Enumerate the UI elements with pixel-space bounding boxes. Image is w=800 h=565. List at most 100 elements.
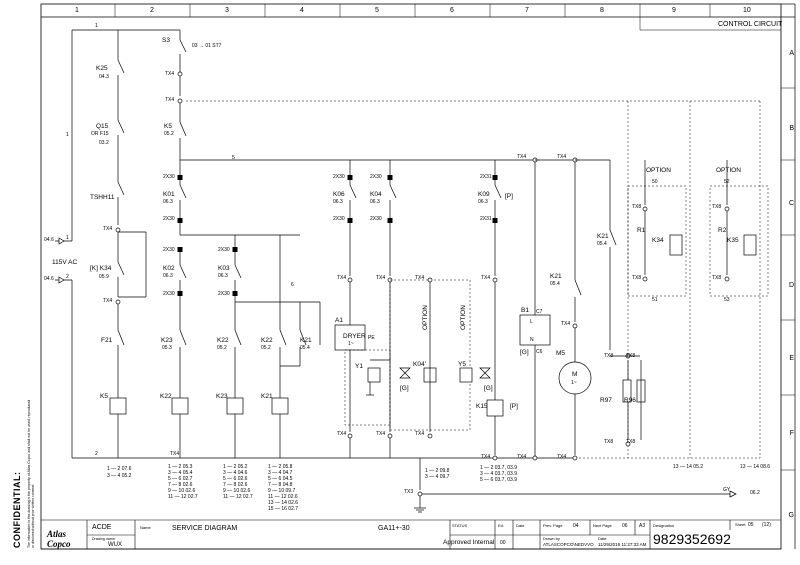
- row-letter: A: [789, 50, 794, 57]
- terminal-label: TX8: [604, 439, 614, 445]
- supply-voltage: 115V AC: [52, 259, 78, 266]
- component-ref: 05.2: [217, 345, 227, 351]
- terminal-label: TX4: [517, 454, 527, 460]
- pin-label: N: [530, 337, 534, 343]
- xref-line: 3 — 4 04.6: [223, 470, 248, 476]
- terminal-label: TX8: [632, 204, 642, 210]
- component-ref: 03.2: [99, 140, 109, 146]
- component-tag: [P]: [505, 193, 513, 200]
- xref-line: 13 — 14 02.6: [268, 500, 299, 506]
- component-label: K25: [96, 65, 108, 72]
- xref-line: 9 — 10 09.7: [268, 488, 296, 494]
- drawing-code: ACDE: [92, 524, 112, 531]
- motor-symbol: M: [572, 371, 578, 378]
- wire-number: 2: [95, 451, 98, 457]
- box-number: 51: [652, 297, 658, 303]
- drawing-owner: WUX: [108, 542, 122, 548]
- terminal-label: TX4: [376, 431, 386, 437]
- xref-line: 11 — 12 02.6: [268, 494, 298, 500]
- wire-color: GY: [723, 487, 731, 493]
- status-value: Approved Internal: [443, 539, 495, 546]
- terminal-label: TX4: [165, 97, 175, 103]
- next-page-label: Next Page: [593, 523, 612, 528]
- terminal-label: TX3: [404, 489, 414, 495]
- row-letter: F: [789, 430, 794, 437]
- component-tag: [P]: [510, 403, 518, 410]
- xref-line: 1 — 2 05.3: [168, 464, 193, 470]
- component-ref: 05.4: [550, 281, 560, 287]
- component-ref: 05.2: [261, 345, 271, 351]
- component-label: K21: [597, 233, 609, 240]
- terminal-label: TX4: [557, 154, 567, 160]
- xref-line: 3 — 4 04.7: [268, 470, 293, 476]
- date-label: Date: [516, 523, 525, 528]
- drawing-name: SERVICE DIAGRAM: [172, 525, 238, 532]
- column-number: 10: [743, 7, 751, 14]
- xref-line: 3 — 4 09.7: [425, 474, 450, 480]
- wire-ref: 06.2: [750, 490, 760, 496]
- terminal-label: 2X31: [480, 174, 492, 180]
- component-label: R2: [718, 227, 727, 234]
- terminal-num: 1: [66, 235, 69, 241]
- terminal-label: TX4: [481, 275, 491, 281]
- terminal-label: 2X30: [333, 216, 345, 222]
- terminal-label: TX8: [626, 353, 636, 359]
- confidential-note: The information in this drawing is the p…: [27, 399, 35, 548]
- terminal-label: TX8: [712, 204, 722, 210]
- column-number: 9: [672, 7, 676, 14]
- column-number: 5: [375, 7, 379, 14]
- xref-line: 1 — 2 03.7, 03.9: [480, 465, 517, 471]
- terminal-label: TX4: [517, 154, 527, 160]
- component-tag: [G]: [520, 349, 529, 356]
- xref-line: 7 — 8 02.6: [168, 482, 193, 488]
- terminal-label: TX4: [165, 71, 175, 77]
- row-letter: G: [788, 512, 794, 519]
- box-number: 53: [724, 297, 730, 303]
- component-label: [G]: [484, 385, 493, 392]
- component-label: K15: [476, 403, 488, 410]
- date2-label: Date: [598, 536, 607, 541]
- column-number: 4: [300, 7, 304, 14]
- terminal-num: 2: [66, 274, 69, 280]
- pin-label: L: [530, 319, 533, 325]
- xref-line: 5 — 6 03.7, 03.9: [480, 477, 517, 483]
- xref-line: 13 — 14 05.2: [673, 464, 704, 470]
- plot-date: 11/29/2019 11:27:33 AM: [598, 542, 647, 547]
- confidential-label: CONFIDENTIAL:: [12, 471, 22, 549]
- terminal-label: 2X30: [370, 216, 382, 222]
- component-label: K22: [217, 337, 229, 344]
- xref-line: 1 — 2 05.2: [223, 464, 248, 470]
- sheet-number: 05: [748, 522, 754, 528]
- terminal-label: TX4: [481, 454, 491, 460]
- terminal-label: TX4: [103, 298, 113, 304]
- component-label: K04: [370, 191, 382, 198]
- terminal-label: TX8: [604, 353, 614, 359]
- name-label: Name: [140, 525, 151, 530]
- pin-label: C6: [536, 349, 543, 355]
- xref-line: 5 — 6 02.7: [168, 476, 193, 482]
- component-ref: 06.3: [478, 199, 488, 205]
- component-ref: 05.4: [300, 345, 310, 351]
- row-letter: D: [788, 282, 794, 289]
- dryer-sub: 1~: [348, 341, 354, 347]
- column-number: 3: [225, 7, 229, 14]
- component-label: K35: [727, 237, 739, 244]
- component-ref: 06.3: [163, 273, 173, 279]
- terminal-label: TX4: [103, 226, 113, 232]
- component-label: R96: [624, 397, 636, 404]
- row-letter: E: [789, 355, 794, 362]
- terminal-label: 2X30: [218, 291, 230, 297]
- xref-line: 5 — 6 04.5: [268, 476, 293, 482]
- sheet-title: CONTROL CIRCUIT: [718, 21, 783, 28]
- component-label: K03: [218, 265, 230, 272]
- component-ref: 06.3: [218, 273, 228, 279]
- component-label: K02: [163, 265, 175, 272]
- component-ref: 04.3: [99, 74, 109, 80]
- xref-line: 3 — 4 03.7, 03.9: [480, 471, 517, 477]
- sheet-label: Sheet: [735, 522, 746, 527]
- row-letter: B: [789, 125, 794, 132]
- column-number: 8: [600, 7, 604, 14]
- component-label: F21: [101, 337, 113, 344]
- company-name: Atlas Copco: [47, 529, 71, 549]
- component-sub: OR F15: [91, 131, 109, 137]
